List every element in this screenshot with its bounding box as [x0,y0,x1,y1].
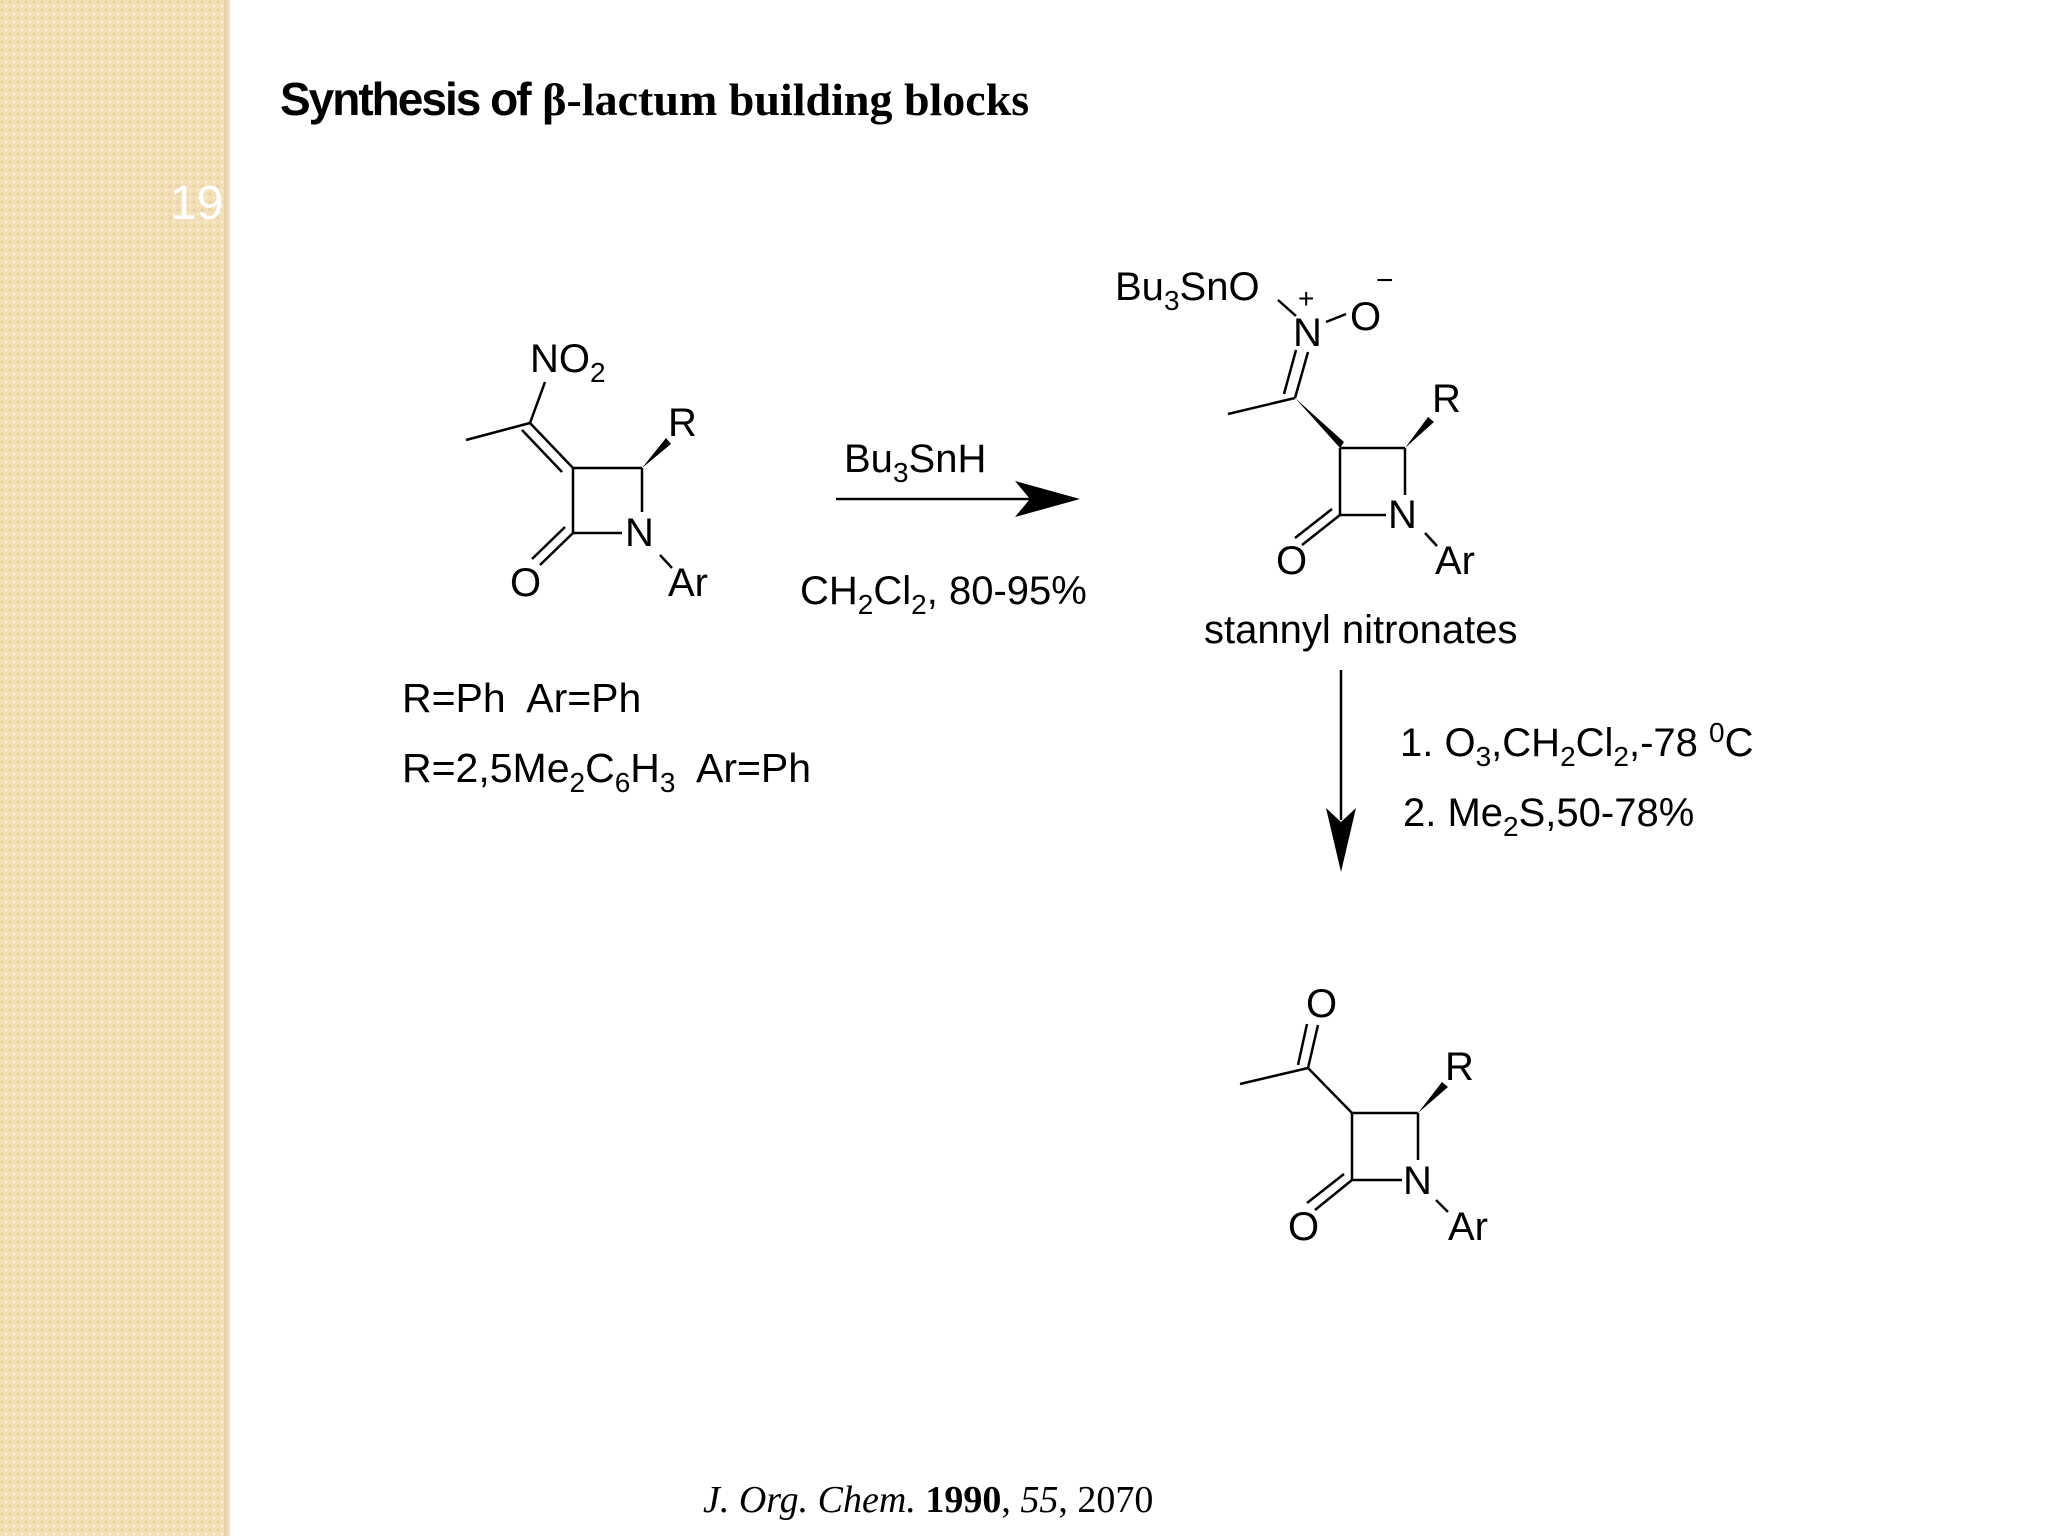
citation-volume: 55 [1020,1479,1059,1521]
prod-wedge-bond [1418,1082,1448,1113]
sm-bond [465,421,531,442]
prod-bond [1307,1067,1353,1114]
reaction-arrow-1-head [1015,481,1080,517]
step2-line1: 1. O3,CH2Cl2,-78 0C [1400,717,1754,772]
int-bond [1294,508,1333,539]
prod-bond [1296,1023,1309,1066]
citation: J. Org. Chem. 1990, 55, 2070 [703,1479,1154,1521]
sm-bond [521,429,563,473]
int-wedge-bond [1295,398,1344,448]
atom-r: R [668,401,697,445]
charge-minus: − [1376,264,1394,297]
title-part1: Synthesis of [280,73,532,125]
slide-number: 19 [170,177,224,230]
charge-plus: + [1298,283,1314,314]
citation-journal: J. Org. Chem. [703,1479,916,1521]
substituents-line2: R=2,5Me2C6H3 Ar=Ph [402,745,811,798]
sm-bond [659,554,673,569]
sm-bond [539,532,574,566]
starting-material [465,381,673,569]
atom-nitro-o: O [1350,295,1381,339]
citation-year: 1990 [925,1479,1002,1521]
step2-line2: 2. Me2S,50-78% [1403,791,1694,842]
atom-o: O [1306,982,1337,1026]
sm-bond [528,381,547,424]
int-bond [1282,349,1298,395]
atom-nitro-n: N [1293,311,1322,355]
product-structure [1239,1023,1449,1213]
step1-conditions: CH2Cl2, 80-95% [800,569,1087,620]
atom-n: N [1403,1159,1432,1203]
int-bond [1227,396,1296,416]
int-bond [1325,312,1347,324]
int-bond [1424,532,1438,547]
atom-ar: Ar [1448,1205,1488,1249]
atom-r: R [1432,377,1461,421]
citation-page: 2070 [1077,1479,1154,1521]
atom-no2: NO2 [530,337,606,388]
sidebar-edge [224,0,230,1536]
int-wedge-bond [1405,417,1434,448]
atom-ar: Ar [1435,539,1475,583]
atom-r: R [1445,1045,1474,1089]
atom-o: O [1276,539,1307,583]
sm-wedge-bond [642,438,671,468]
int-bond [1293,351,1310,399]
atom-n: N [625,511,654,555]
substituents-line1: R=Ph Ar=Ph [402,675,641,721]
atom-o: O [510,561,541,605]
atom-n: N [1388,493,1417,537]
atom-ar: Ar [668,561,708,605]
title-part2: β-lactum building blocks [542,74,1030,125]
sm-bond [531,526,566,560]
prod-bond [1435,1199,1449,1213]
prod-bond [1306,1024,1320,1069]
sm-bond [529,422,574,469]
prod-bond [1239,1066,1309,1086]
intermediate-structure [1227,299,1438,547]
prod-bond [1306,1173,1345,1204]
atom-o: O [1288,1205,1319,1249]
int-bond [1277,299,1297,317]
slide-title: Synthesis of β-lactum building blocks [280,72,1029,126]
reaction-arrow-2-head [1326,808,1356,872]
atom-bu3sno: Bu3SnO [1115,265,1260,316]
int-bond [1301,514,1341,546]
decorative-sidebar [0,0,228,1536]
prod-bond [1314,1179,1353,1211]
step1-reagent: Bu3SnH [844,437,986,488]
intermediate-label: stannyl nitronates [1204,608,1518,652]
